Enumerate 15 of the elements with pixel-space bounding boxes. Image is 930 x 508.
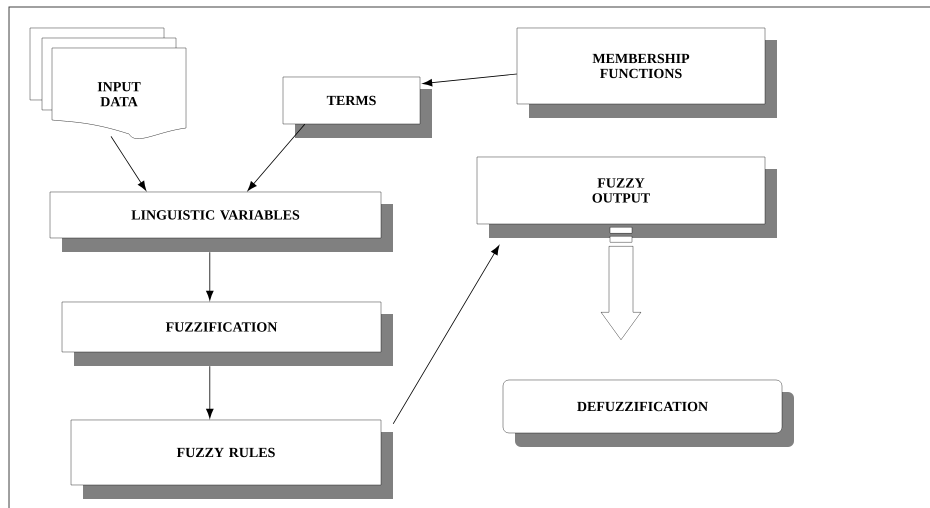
document-stack: INPUT DATA [30,28,186,139]
arrow [422,74,518,86]
arrow [110,136,146,191]
terminal-box: DEFUZZIFICATION [502,380,794,447]
process-box: TERMS [282,76,432,138]
arrow [392,245,500,424]
process-box: FUZZY OUTPUT [476,156,777,238]
arrow [248,124,306,191]
process-box: LINGUISTIC VARIABLES [50,192,393,252]
block-arrow [600,226,642,340]
process-box: FUZZIFICATION [62,302,393,366]
process-box: FUZZY RULES [70,420,393,499]
process-box: MEMBERSHIP FUNCTIONS [516,28,777,118]
arrow [206,366,214,418]
arrow [206,252,214,300]
